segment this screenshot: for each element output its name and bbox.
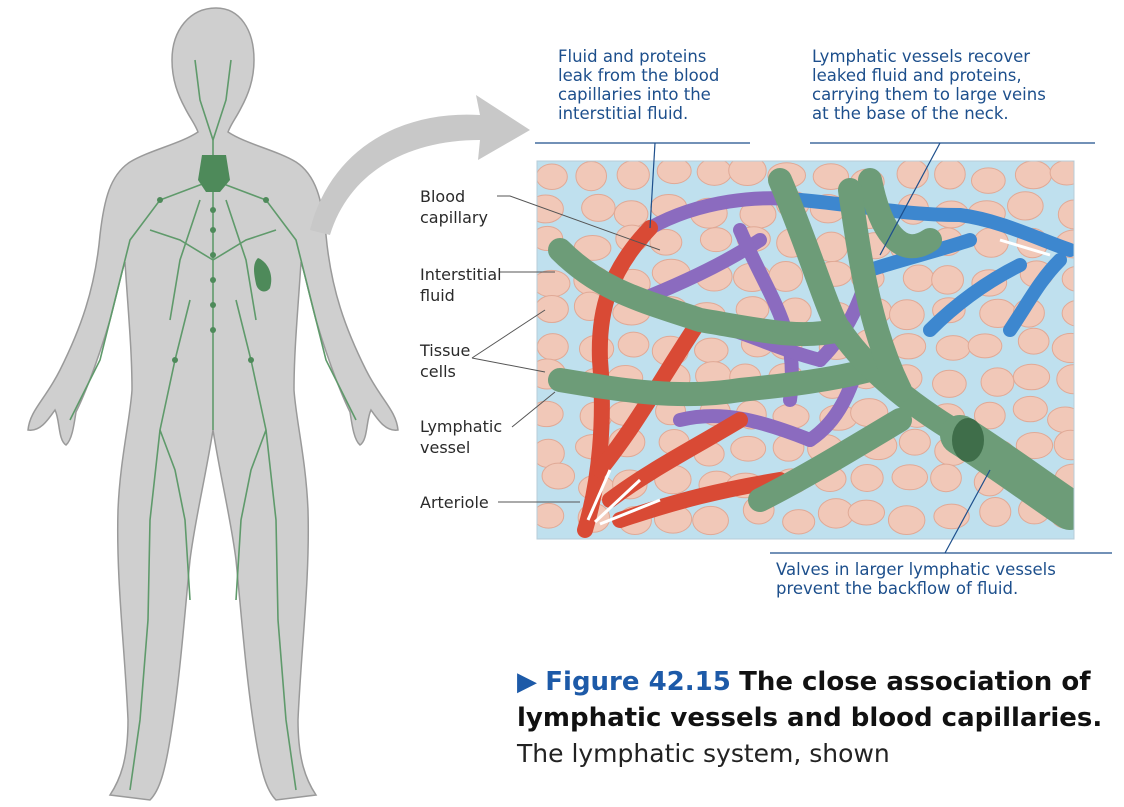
label-tissue-cells: Tissue cells — [420, 340, 470, 382]
tissue-cell — [1015, 161, 1051, 189]
tissue-cell — [968, 334, 1002, 358]
tissue-cell — [935, 159, 966, 189]
tissue-cell — [533, 503, 564, 528]
tissue-cell — [700, 228, 731, 252]
tissue-cell — [971, 168, 1005, 193]
tissue-cell — [729, 156, 767, 186]
tissue-cell — [980, 497, 1011, 526]
tissue-cell — [542, 463, 575, 489]
tissue-cell — [535, 295, 568, 322]
tissue-cell — [1018, 328, 1049, 354]
tissue-cell — [614, 201, 648, 228]
label-interstitial-fluid: Interstitial fluid — [420, 264, 502, 306]
figure-caption: ▶ Figure 42.15 The close association of … — [517, 664, 1117, 772]
tissue-cell — [931, 464, 962, 492]
tissue-cell — [536, 164, 567, 189]
tissue-cell — [1008, 192, 1044, 220]
tissue-cell — [981, 368, 1014, 396]
tissue-cell — [890, 300, 925, 330]
label-blood-capillary: Blood capillary — [420, 186, 488, 228]
tissue-cell — [576, 161, 607, 190]
caption-figure-number: Figure 42.15 — [545, 667, 731, 697]
tissue-cell — [537, 334, 568, 360]
tissue-cell — [1054, 430, 1086, 460]
tissue-cell — [731, 436, 766, 461]
tissue-cell — [903, 265, 933, 291]
vessel-valve — [952, 418, 984, 462]
label-lymphatic-vessel: Lymphatic vessel — [420, 416, 502, 458]
tissue-cell — [936, 336, 970, 361]
tissue-cell — [892, 465, 927, 490]
tissue-cell — [851, 465, 883, 492]
tissue-cell — [697, 158, 731, 185]
capillary-bed-detail — [528, 156, 1095, 539]
tissue-cell — [934, 504, 969, 529]
callout-leak: Fluid and proteins leak from the blood c… — [558, 47, 719, 123]
tissue-cell — [848, 500, 884, 525]
tissue-cell — [617, 161, 649, 190]
human-body-figure — [28, 8, 398, 800]
tissue-cell — [1050, 160, 1084, 185]
tissue-cell — [933, 370, 967, 397]
tissue-cell — [1013, 364, 1049, 390]
tissue-cell — [783, 510, 815, 534]
tissue-cell — [695, 338, 729, 363]
tissue-cell — [1052, 333, 1090, 362]
callout-recover: Lymphatic vessels recover leaked fluid a… — [812, 47, 1046, 123]
tissue-cell — [1062, 266, 1093, 291]
tissue-cell — [693, 506, 729, 534]
tissue-cell — [932, 266, 964, 294]
tissue-cell — [1048, 407, 1083, 432]
tissue-cell — [657, 158, 691, 183]
tissue-cell — [618, 332, 649, 357]
caption-body: The lymphatic system, shown — [517, 739, 890, 768]
caption-marker: ▶ — [517, 667, 537, 697]
tissue-cell — [530, 401, 563, 426]
tissue-cell — [899, 429, 930, 455]
label-arteriole: Arteriole — [420, 492, 489, 513]
tissue-cell — [1013, 396, 1047, 421]
tissue-cell — [1062, 300, 1095, 326]
tissue-cell — [888, 506, 924, 535]
tissue-cell — [533, 270, 570, 296]
callout-valves: Valves in larger lymphatic vessels preve… — [776, 560, 1056, 598]
tissue-cell — [582, 194, 616, 221]
